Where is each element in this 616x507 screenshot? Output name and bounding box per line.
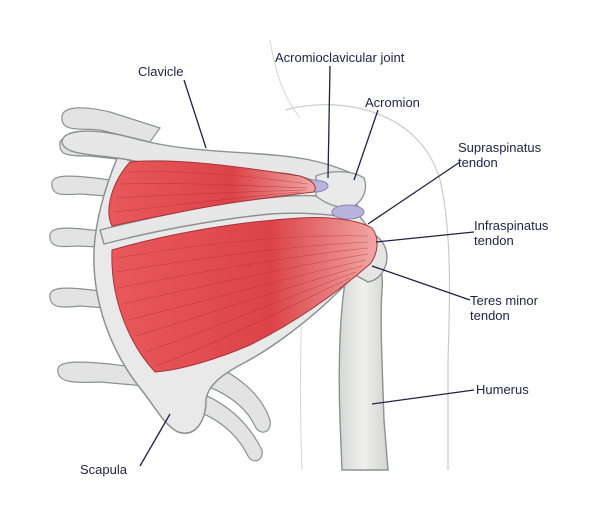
label-scapula: Scapula	[80, 462, 127, 477]
leader-humerus	[371, 389, 475, 405]
acromion-bone	[315, 171, 367, 208]
label-teres-minor-line2: tendon	[470, 308, 510, 323]
leader-infraspinatus	[375, 231, 475, 243]
label-acromioclavicular-joint: Acromioclavicular joint	[275, 50, 405, 65]
label-infraspinatus-line1: Infraspinatus	[474, 218, 549, 233]
leader-clavicle	[183, 79, 207, 149]
label-teres-minor-tendon: Teres minor tendon	[470, 293, 538, 323]
body-outline	[284, 104, 451, 470]
leader-scapula	[139, 413, 171, 467]
infraspinatus-muscle	[111, 217, 378, 373]
leader-teres-minor	[371, 265, 471, 301]
subacromial-cartilage	[331, 204, 365, 220]
label-humerus: Humerus	[476, 382, 529, 397]
label-teres-minor-line1: Teres minor	[470, 293, 538, 308]
label-supraspinatus-line2: tendon	[458, 155, 498, 170]
infraspinatus-fibers	[115, 235, 369, 367]
label-supraspinatus-tendon: Supraspinatus tendon	[458, 140, 541, 170]
rib-1	[61, 107, 161, 143]
label-clavicle: Clavicle	[138, 64, 184, 79]
label-acromion: Acromion	[365, 95, 420, 110]
leader-acromion	[353, 109, 379, 181]
supraspinatus-fibers	[113, 171, 309, 213]
label-supraspinatus-line1: Supraspinatus	[458, 140, 542, 155]
label-infraspinatus-line2: tendon	[474, 233, 514, 248]
leader-lines	[139, 65, 475, 467]
neck-outline	[269, 39, 301, 119]
humerus-bone	[338, 254, 389, 471]
rib-3	[51, 175, 111, 197]
label-infraspinatus-tendon: Infraspinatus tendon	[474, 218, 548, 248]
leader-supraspinatus	[367, 161, 461, 225]
leader-ac-joint	[327, 65, 331, 179]
